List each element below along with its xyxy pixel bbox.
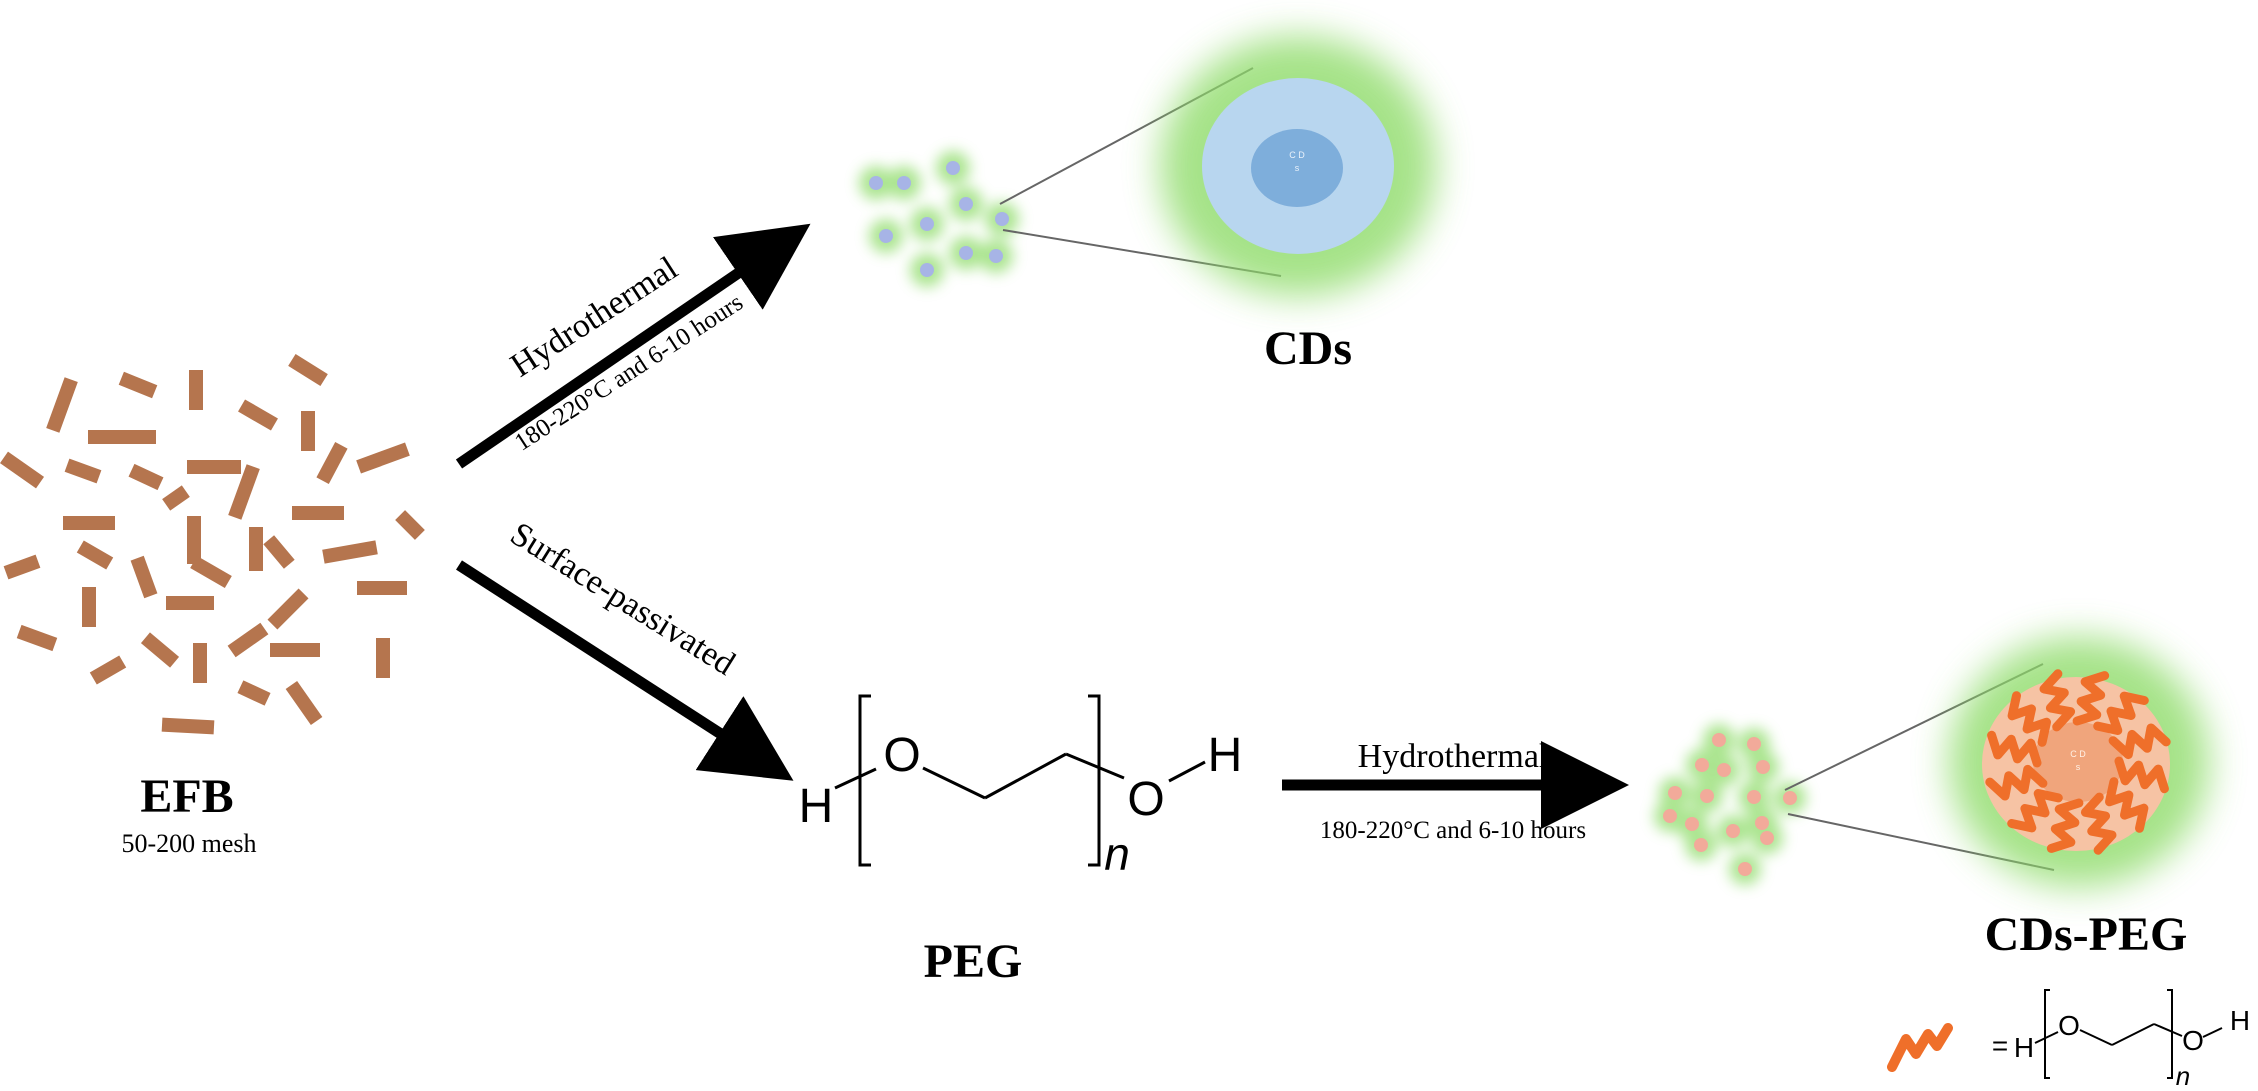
peg-chain [2039,669,2076,732]
peg-chain [2046,798,2084,853]
efb-mesh-label: 50-200 mesh [121,829,256,858]
efb-fiber-cluster [0,353,425,735]
cds-dot-cluster [859,151,1019,287]
cds-peg-dot-cluster [1654,724,1806,885]
legend-oxygen-1: O [2058,1010,2080,1041]
cds-particle-zoom [1160,36,1436,296]
peg-h-left: H [799,780,834,833]
cds-peg-label: CDs-PEG [1985,908,2188,961]
peg-chain [2114,756,2169,794]
cds-core-label-s: s [1295,163,1300,173]
peg-chain [1985,764,2048,801]
peg-chain [2007,789,2063,833]
peg-chain [2072,671,2110,726]
legend-h-right: H [2230,1005,2250,1036]
peg-chain [1987,730,2042,768]
legend-equals: = [1992,1030,2008,1061]
cds-label: CDs [1264,322,1352,375]
peg-repeat-n: n [1104,828,1130,880]
peg-chain-legend-icon [1887,1023,1953,1072]
arrow-to-cds [455,223,811,469]
legend-h-left: H [2014,1032,2034,1063]
cds-peg-core-label-s: s [2076,762,2081,772]
cds-core-label: C D [1289,150,1305,160]
peg-label: PEG [924,935,1023,988]
legend: = H O O H n [1887,989,2250,1091]
conditions-bottom-label: 180-220°C and 6-10 hours [1320,817,1586,844]
peg-chain-cluster [1985,669,2171,855]
peg-chain [2080,792,2117,855]
hydrothermal-bottom-label: Hydrothermal [1358,738,1549,775]
cds-peg-particle-zoom [1949,637,2209,887]
peg-chain [2007,691,2051,747]
peg-chain [2108,723,2171,760]
peg-chain [2105,777,2149,833]
legend-repeat-n: n [2176,1061,2190,1091]
efb-label: EFB [140,770,233,823]
peg-chain [2093,691,2149,735]
peg-oxygen-1: O [883,729,920,782]
surface-passivated-label: Surface-passivated [504,515,741,682]
peg-structural-formula [834,694,1206,867]
peg-oxygen-2: O [1127,773,1164,826]
peg-h-right: H [1208,729,1243,782]
legend-oxygen-2: O [2182,1025,2204,1056]
cds-peg-core-label: C D [2070,749,2086,759]
arrow-to-peg [456,560,794,781]
